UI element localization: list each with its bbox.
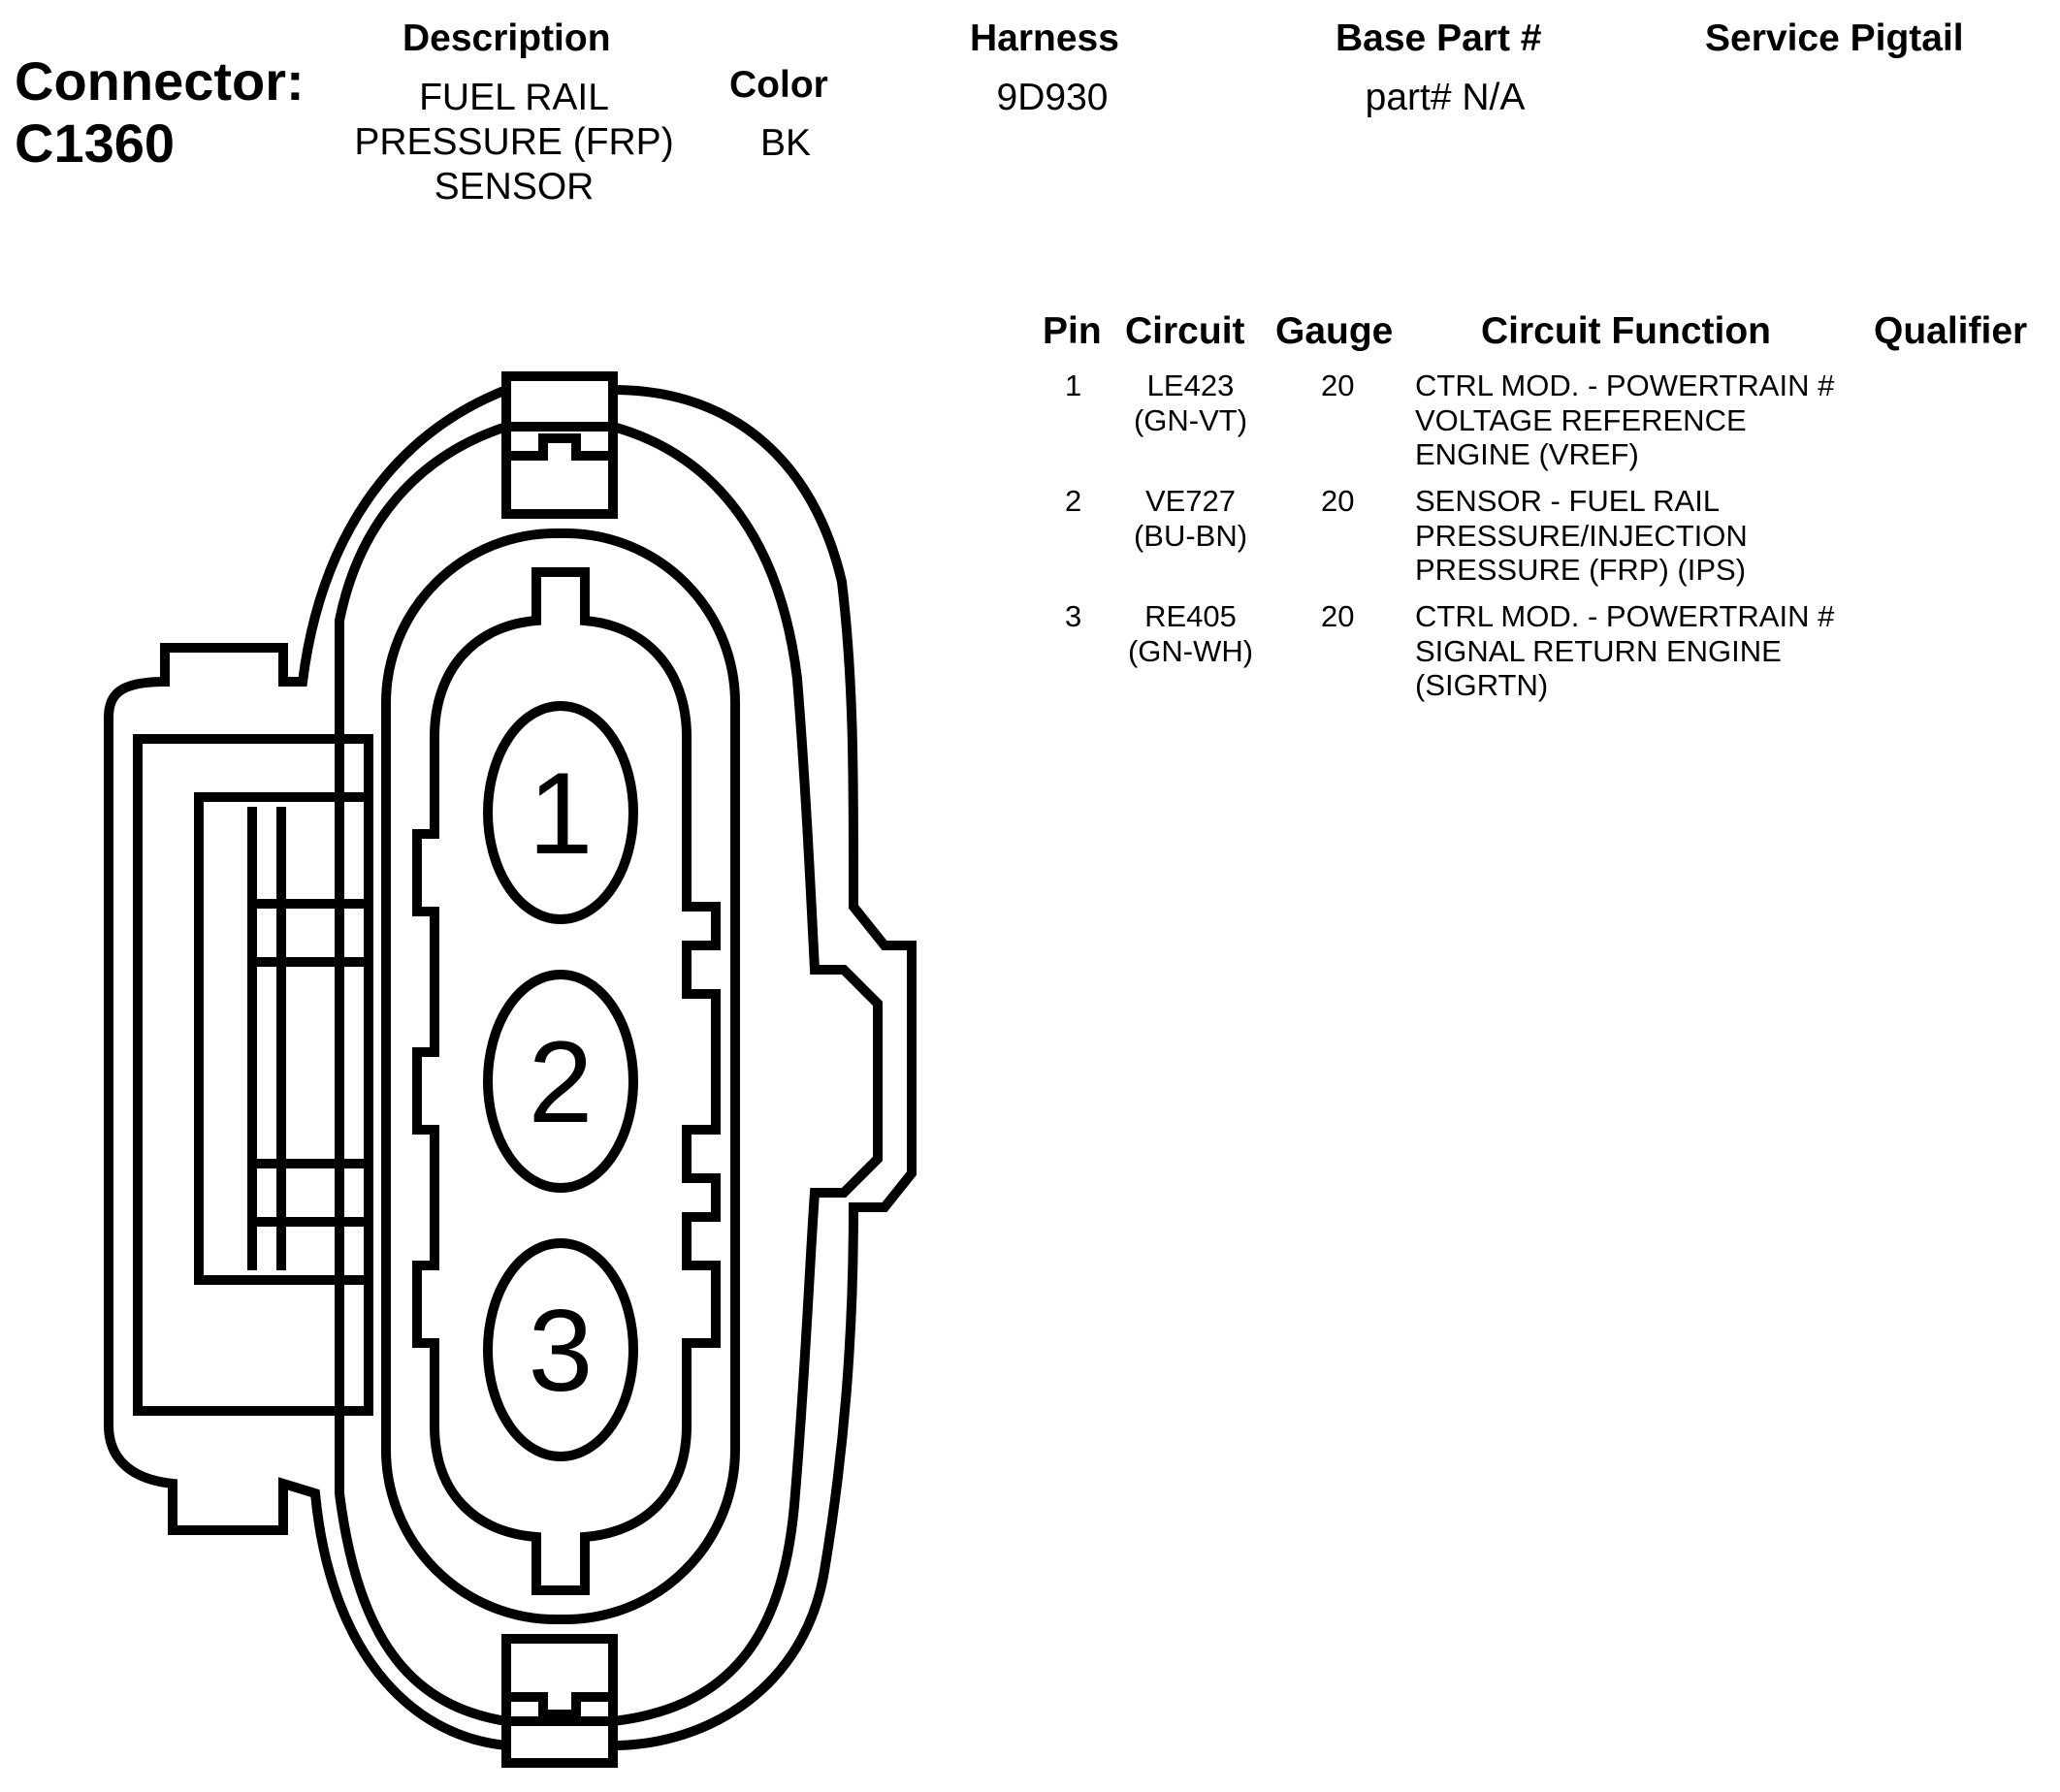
service-pigtail-label: Service Pigtail bbox=[1705, 17, 1964, 59]
pin-3-cavity bbox=[483, 1238, 638, 1461]
circuit-function: CTRL MOD. - POWERTRAIN # VOLTAGE REFEREN… bbox=[1415, 368, 1834, 472]
description-line: SENSOR bbox=[434, 166, 595, 208]
pin-label-2: 2 bbox=[529, 1017, 594, 1147]
pin-2-cavity bbox=[483, 970, 638, 1193]
circuit-color: (GN-VT) bbox=[1133, 402, 1248, 437]
base-part-value: part# N/A bbox=[1365, 77, 1526, 118]
col-header-pin: Pin bbox=[1043, 310, 1102, 352]
description-label: Description bbox=[402, 17, 611, 59]
col-header-qualifier: Qualifier bbox=[1874, 310, 2028, 352]
circuit-function: SENSOR - FUEL RAIL PRESSURE/INJECTION PR… bbox=[1415, 484, 1748, 588]
description-line: FUEL RAIL bbox=[419, 77, 609, 118]
gauge: 20 bbox=[1321, 484, 1355, 518]
description-value: FUEL RAIL PRESSURE (FRP) SENSOR bbox=[320, 76, 708, 209]
circuit-function: CTRL MOD. - POWERTRAIN # SIGNAL RETURN E… bbox=[1415, 599, 1834, 703]
col-header-gauge: Gauge bbox=[1275, 310, 1394, 352]
function-line: VOLTAGE REFERENCE bbox=[1415, 402, 1747, 437]
pin-number: 3 bbox=[1065, 599, 1082, 633]
base-part-label: Base Part # bbox=[1336, 17, 1542, 59]
circuit-color: (GN-WH) bbox=[1127, 633, 1254, 668]
harness-value: 9D930 bbox=[996, 77, 1109, 118]
terminal-cavity bbox=[412, 567, 721, 1595]
pin-number: 1 bbox=[1065, 368, 1082, 402]
col-header-circuit-function: Circuit Function bbox=[1481, 310, 1771, 352]
function-line: CTRL MOD. - POWERTRAIN # bbox=[1415, 599, 1835, 633]
gauge: 20 bbox=[1321, 599, 1355, 633]
circuit-color: (BU-BN) bbox=[1133, 518, 1248, 553]
circuit-code: RE405 bbox=[1144, 599, 1237, 633]
circuit-id: VE727 (BU-BN) bbox=[1106, 484, 1275, 553]
harness-label: Harness bbox=[970, 17, 1119, 59]
circuit-id: RE405 (GN-WH) bbox=[1106, 599, 1275, 668]
seal-ring bbox=[381, 528, 740, 1624]
function-line: (SIGRTN) bbox=[1415, 668, 1549, 702]
function-line: PRESSURE/INJECTION bbox=[1415, 518, 1748, 553]
function-line: CTRL MOD. - POWERTRAIN # bbox=[1415, 368, 1835, 402]
connector-outer-shell bbox=[104, 371, 917, 1768]
color-value: BK bbox=[759, 122, 812, 164]
top-latch bbox=[501, 390, 618, 519]
connector-label: Connector: bbox=[15, 50, 305, 112]
function-line: PRESSURE (FRP) (IPS) bbox=[1415, 553, 1747, 587]
description-line: PRESSURE (FRP) bbox=[354, 121, 674, 163]
pin-1-cavity bbox=[483, 701, 638, 924]
col-header-circuit: Circuit bbox=[1125, 310, 1245, 352]
gauge: 20 bbox=[1321, 368, 1355, 402]
function-line: SIGNAL RETURN ENGINE bbox=[1415, 633, 1782, 668]
function-line: ENGINE (VREF) bbox=[1415, 437, 1639, 471]
color-label: Color bbox=[729, 64, 828, 106]
locking-clip bbox=[133, 734, 373, 1416]
pin-label-1: 1 bbox=[529, 749, 594, 879]
pin-number: 2 bbox=[1065, 484, 1082, 518]
bottom-latch bbox=[501, 1634, 618, 1763]
connector-inner-shell bbox=[335, 422, 883, 1726]
pin-label-3: 3 bbox=[529, 1286, 594, 1416]
function-line: SENSOR - FUEL RAIL bbox=[1415, 484, 1721, 518]
connector-id: C1360 bbox=[15, 112, 176, 174]
circuit-code: LE423 bbox=[1146, 368, 1235, 402]
circuit-code: VE727 bbox=[1144, 484, 1237, 518]
connector-title: Connector: C1360 bbox=[15, 50, 305, 175]
circuit-id: LE423 (GN-VT) bbox=[1106, 368, 1275, 437]
